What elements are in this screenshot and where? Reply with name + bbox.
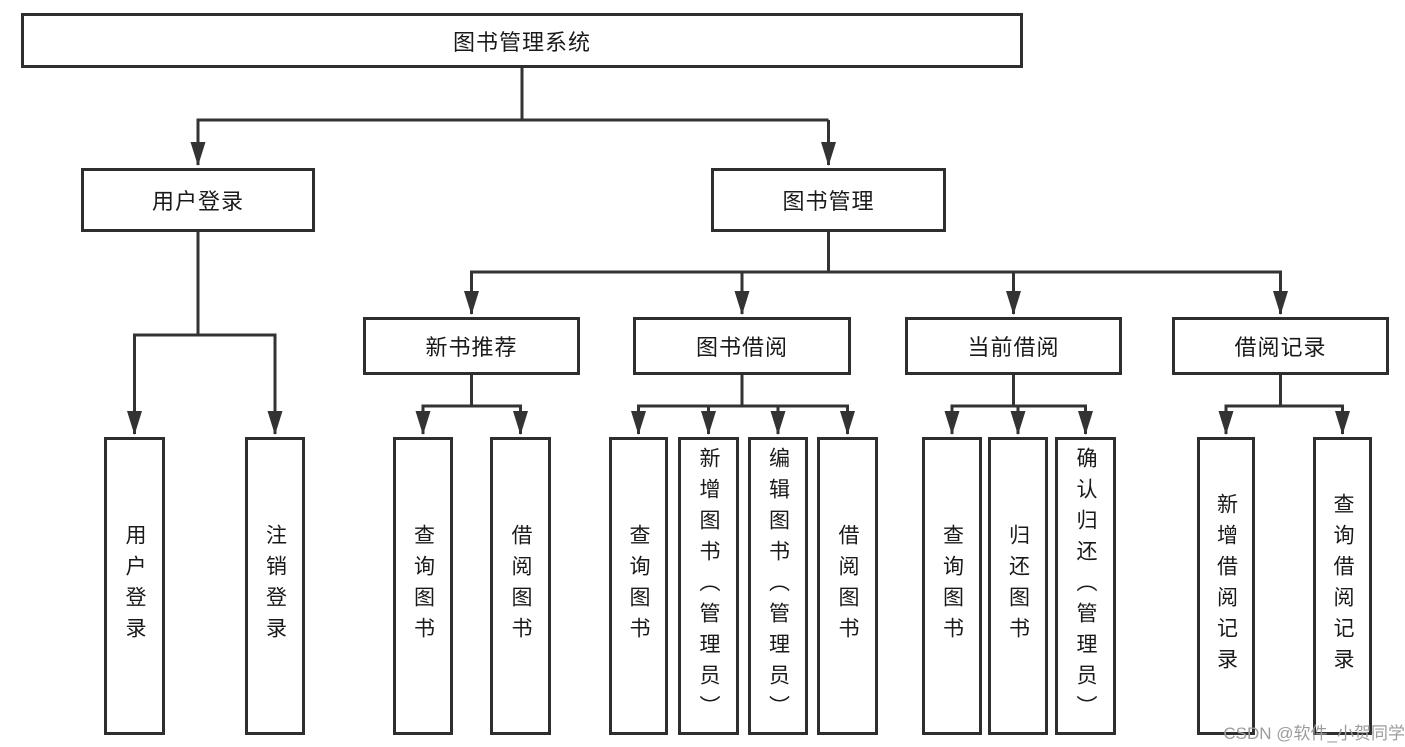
leaf-borrow-books-recommend: 借阅图书 [490,437,551,735]
node-book-borrow: 图书借阅 [633,317,851,375]
node-new-book-recommend: 新书推荐 [363,317,580,375]
connector-borrow-record-children [1218,375,1350,435]
leaf-logout: 注销登录 [245,437,305,735]
connector-root-to-branches [190,68,836,166]
node-user-login-branch: 用户登录 [81,168,315,232]
node-root-system: 图书管理系统 [21,13,1023,68]
leaf-edit-books-admin: 编辑图书（管理员） [748,437,808,735]
leaf-query-books-recommend: 查询图书 [393,437,453,735]
node-label: 图书借阅 [695,335,788,360]
node-label: 借阅记录 [1234,335,1327,360]
connector-book-management-children [464,232,1288,315]
leaf-label: 新增借阅记录 [1214,493,1238,679]
leaf-query-books-current: 查询图书 [922,437,982,735]
node-book-management-branch: 图书管理 [711,168,946,232]
node-label: 当前借阅 [967,335,1060,360]
leaf-label: 借阅图书 [836,524,859,648]
leaf-add-books-admin: 新增图书（管理员） [678,437,739,735]
csdn-watermark: CSDN @软件_小贺同学 [1223,724,1405,743]
connector-book-borrow-children [631,375,855,435]
node-label: 用户登录 [151,189,244,214]
leaf-add-borrow-record: 新增借阅记录 [1197,437,1255,735]
leaf-label: 注销登录 [263,524,287,648]
connector-current-borrow-children [944,375,1093,435]
leaf-return-books: 归还图书 [988,437,1048,735]
leaf-label: 归还图书 [1006,524,1030,648]
node-label: 新书推荐 [425,335,518,360]
leaf-label: 用户登录 [123,524,146,648]
leaf-label: 确认归还（管理员） [1074,446,1097,726]
connector-new-book-children [415,375,528,435]
leaf-label: 查询借阅记录 [1331,493,1354,679]
node-current-borrow: 当前借阅 [905,317,1122,375]
leaf-query-borrow-record: 查询借阅记录 [1313,437,1372,735]
leaf-label: 查询图书 [940,524,964,648]
leaf-label: 查询图书 [627,524,650,648]
leaf-label: 新增图书（管理员） [697,446,720,726]
leaf-label: 查询图书 [411,524,435,648]
node-label: 图书管理 [782,189,875,214]
connector-user-login-children [127,232,283,435]
leaf-label: 借阅图书 [509,524,532,648]
leaf-borrow-books: 借阅图书 [817,437,878,735]
leaf-query-books-borrow: 查询图书 [609,437,668,735]
node-root-label: 图书管理系统 [452,29,591,55]
leaf-confirm-return-admin: 确认归还（管理员） [1055,437,1116,735]
node-borrow-record: 借阅记录 [1172,317,1389,375]
leaf-user-login: 用户登录 [104,437,165,735]
leaf-label: 编辑图书（管理员） [766,446,790,726]
